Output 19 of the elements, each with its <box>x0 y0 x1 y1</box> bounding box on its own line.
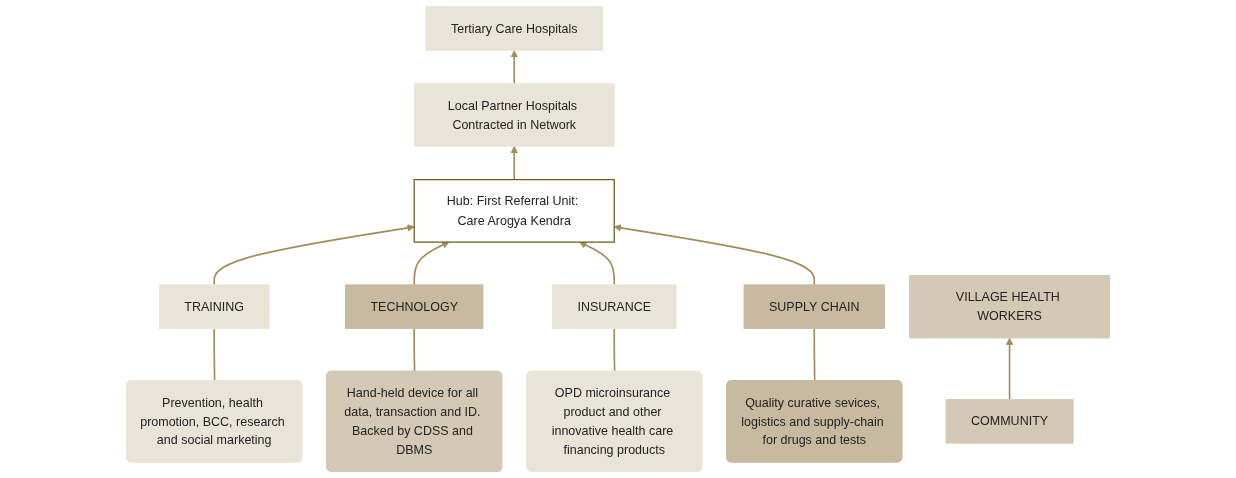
node-box: INSURANCE <box>551 284 677 329</box>
node-box: COMMUNITY <box>945 399 1074 444</box>
node-box: Local Partner Hospitals Contracted in Network <box>413 83 615 147</box>
connector <box>613 327 616 373</box>
arrow <box>1005 337 1014 401</box>
node-box: Hub: First Referral Unit: Care Arogya Kendra <box>413 179 615 243</box>
connector <box>413 327 416 373</box>
arrow <box>413 241 450 286</box>
arrow <box>579 241 615 286</box>
node-box: SUPPLY CHAIN <box>743 284 885 329</box>
node-box: Tertiary Care Hospitals <box>425 6 603 51</box>
arrow <box>510 50 518 85</box>
node-box: TECHNOLOGY <box>344 284 484 329</box>
arrow <box>213 224 415 286</box>
connector <box>213 327 216 382</box>
node-box: TRAINING <box>158 284 270 329</box>
arrow <box>510 145 518 181</box>
node-box: VILLAGE HEALTH WORKERS <box>909 275 1110 339</box>
connector <box>813 327 816 382</box>
